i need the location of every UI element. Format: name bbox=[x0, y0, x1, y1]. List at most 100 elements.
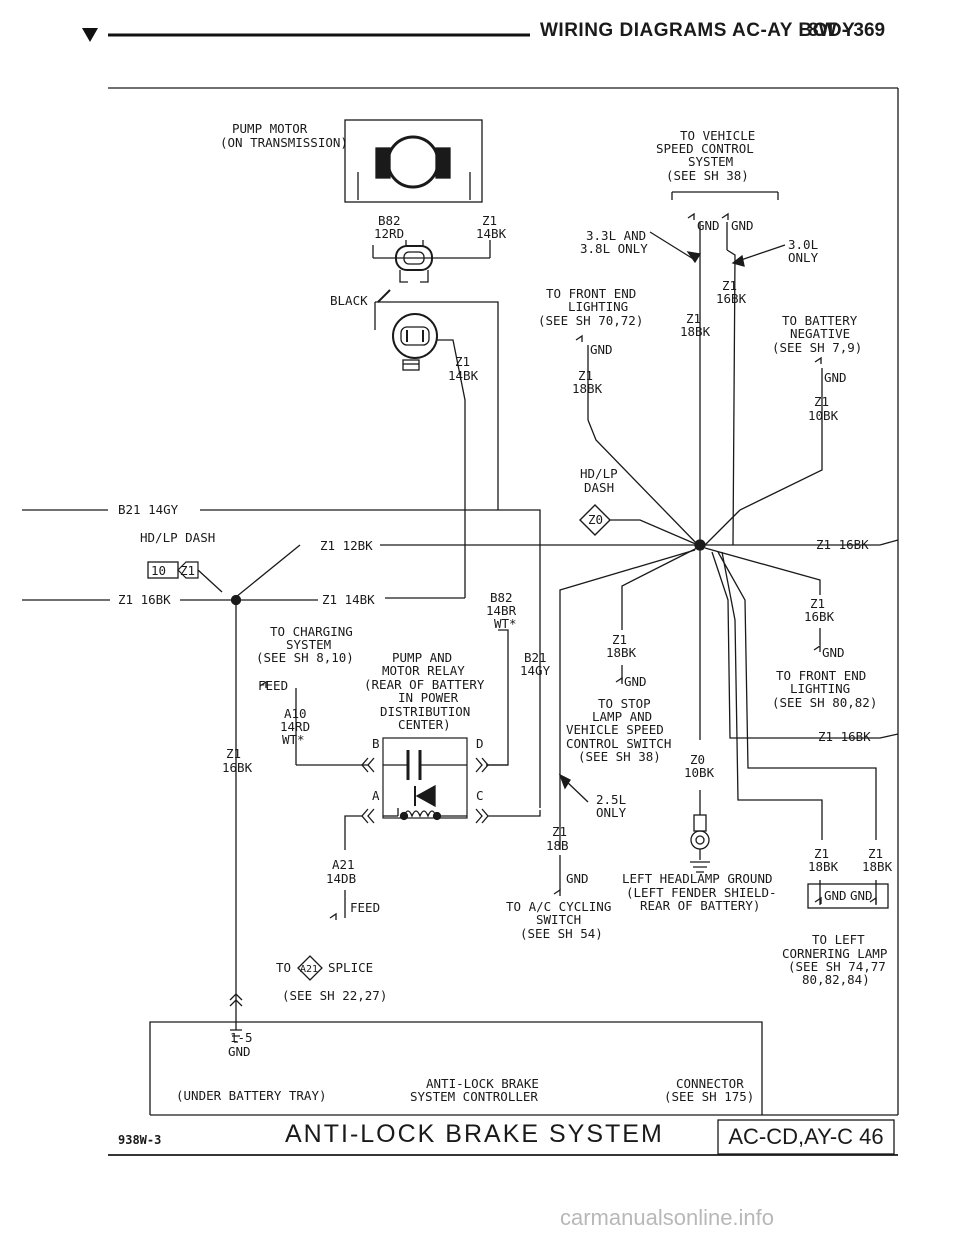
label-under-battery-tray: (UNDER BATTERY TRAY) bbox=[176, 1088, 327, 1103]
wire-z1-16bk-left bbox=[22, 594, 465, 1043]
label-battery-neg-3: (SEE SH 7,9) bbox=[772, 340, 862, 355]
label-gnd-h: GND bbox=[824, 888, 847, 903]
label-engine-25: 2.5L bbox=[596, 792, 626, 807]
label-cornering-4: 80,82,84) bbox=[802, 972, 870, 987]
header-rule bbox=[82, 28, 530, 42]
label-ac-1: TO A/C CYCLING bbox=[506, 899, 611, 914]
label-pump-motor-1: PUMP MOTOR bbox=[232, 121, 308, 136]
label-z1-16bk-a2: 16BK bbox=[716, 291, 747, 306]
label-front-end-2c: (SEE SH 80,82) bbox=[772, 695, 877, 710]
label-a10-wt: WT* bbox=[282, 732, 305, 747]
label-splice-10: 10 bbox=[151, 563, 166, 578]
label-connector-1: CONNECTOR bbox=[676, 1076, 744, 1091]
label-cornering-1: TO LEFT bbox=[812, 932, 865, 947]
wire-z1-18bk-stop bbox=[615, 547, 698, 684]
label-controller-gnd: GND bbox=[228, 1044, 251, 1059]
label-z1-18bk-b1: Z1 bbox=[686, 311, 701, 326]
splice-z0 bbox=[579, 504, 699, 546]
label-gnd-b: GND bbox=[731, 218, 754, 233]
label-z1-12bk: Z1 12BK bbox=[320, 538, 373, 553]
label-a21-splice-id: A21 bbox=[300, 964, 318, 975]
label-charging-1: TO CHARGING bbox=[270, 624, 353, 639]
label-stop-5: (SEE SH 38) bbox=[578, 749, 661, 764]
footer-title: ANTI-LOCK BRAKE SYSTEM bbox=[285, 1120, 664, 1148]
label-cornering-2: CORNERING LAMP bbox=[782, 946, 887, 961]
speed-control-feed bbox=[649, 191, 786, 546]
label-z1-18bk-a1: Z1 bbox=[578, 368, 593, 383]
label-speed-control-3: SYSTEM bbox=[688, 154, 733, 169]
label-relay-4: IN POWER bbox=[398, 690, 459, 705]
label-b82-1: B82 bbox=[490, 590, 513, 605]
label-abs-controller-1: ANTI-LOCK BRAKE bbox=[426, 1076, 539, 1091]
label-a21-splice-see: (SEE SH 22,27) bbox=[282, 988, 387, 1003]
label-z1-10bk-1: Z1 bbox=[814, 394, 829, 409]
wire-z1-18b-ac bbox=[553, 549, 696, 896]
label-relay-5: DISTRIBUTION bbox=[380, 704, 470, 719]
label-battery-neg-1: TO BATTERY bbox=[782, 313, 858, 328]
label-14db: 14DB bbox=[326, 871, 356, 886]
label-charging-3: (SEE SH 8,10) bbox=[256, 650, 354, 665]
pump-motor-connector-2 bbox=[374, 289, 499, 598]
wire-z1-16bk-right bbox=[704, 547, 899, 840]
label-z1-18bk-a2: 18BK bbox=[572, 381, 603, 396]
label-a10: A10 bbox=[284, 706, 307, 721]
pump-motor-connector bbox=[372, 240, 491, 283]
label-front-end-1c: (SEE SH 70,72) bbox=[538, 313, 643, 328]
label-charging-2: SYSTEM bbox=[286, 637, 331, 652]
label-pin-c: C bbox=[476, 788, 484, 803]
label-z1-10bk-2: 10BK bbox=[808, 408, 839, 423]
label-stop-3: VEHICLE SPEED bbox=[566, 722, 664, 737]
label-z1-16bk-left: Z1 16BK bbox=[118, 592, 171, 607]
label-gnd-c: GND bbox=[590, 342, 613, 357]
label-feed-b: FEED bbox=[350, 900, 380, 915]
label-z1-top: Z1 bbox=[482, 213, 497, 228]
label-z1-18bk-d2: 18BK bbox=[808, 859, 839, 874]
pump-motor bbox=[344, 119, 483, 203]
label-cornering-3: (SEE SH 74,77 bbox=[788, 959, 886, 974]
label-b21-v1: B21 bbox=[524, 650, 547, 665]
label-12rd: 12RD bbox=[374, 226, 404, 241]
header-triangle-icon bbox=[82, 28, 98, 42]
label-gnd-e: GND bbox=[624, 674, 647, 689]
label-front-end-1b: LIGHTING bbox=[568, 299, 628, 314]
label-z1-16bk-v1: Z1 bbox=[226, 746, 241, 761]
label-z1-18b-2: 18B bbox=[546, 838, 569, 853]
label-z0-2: 10BK bbox=[684, 765, 715, 780]
label-gnd-d: GND bbox=[824, 370, 847, 385]
label-z1-18bk-c2: 18BK bbox=[606, 645, 637, 660]
label-pin-a: A bbox=[372, 788, 380, 803]
label-engine-30: 3.0L bbox=[788, 237, 818, 252]
pump-motor-relay bbox=[259, 680, 541, 850]
label-controller-pin: 1-5 bbox=[230, 1030, 253, 1045]
watermark: carmanualsonline.info bbox=[560, 1205, 775, 1230]
label-relay-6: CENTER) bbox=[398, 717, 451, 732]
label-connector-2: (SEE SH 175) bbox=[664, 1089, 754, 1104]
label-battery-neg-2: NEGATIVE bbox=[790, 326, 850, 341]
label-b82-3: WT* bbox=[494, 616, 517, 631]
label-z1-14bk-mid: Z1 14BK bbox=[322, 592, 375, 607]
label-hdlp-dash-1a: HD/LP bbox=[580, 466, 618, 481]
label-z1-16bk-right-top: Z1 16BK bbox=[816, 537, 869, 552]
diagram-frame bbox=[108, 87, 899, 1156]
label-feed-a: FEED bbox=[258, 678, 288, 693]
label-stop-4: CONTROL SWITCH bbox=[566, 736, 671, 751]
label-14bk-conn: 14BK bbox=[448, 368, 479, 383]
label-b82: B82 bbox=[378, 213, 401, 228]
header-title: WIRING DIAGRAMS AC-AY BODY bbox=[540, 20, 856, 41]
label-relay-1: PUMP AND bbox=[392, 650, 452, 665]
label-b82-2: 14BR bbox=[486, 603, 517, 618]
label-lh-ground-3: REAR OF BATTERY) bbox=[640, 898, 760, 913]
label-z1-16bk-b1: Z1 bbox=[810, 596, 825, 611]
label-a21-splice-to: TO bbox=[276, 960, 291, 975]
label-speed-control-2: SPEED CONTROL bbox=[656, 141, 754, 156]
label-engine-38: 3.8L ONLY bbox=[580, 241, 648, 256]
label-engine-30-only: ONLY bbox=[788, 250, 819, 265]
label-lh-ground-2: (LEFT FENDER SHIELD- bbox=[626, 885, 777, 900]
label-hdlp-dash-1b: DASH bbox=[584, 480, 614, 495]
abs-controller-box bbox=[149, 993, 898, 1116]
label-z1-16bk-b2: 16BK bbox=[804, 609, 835, 624]
footer-vehicle-box bbox=[717, 1119, 895, 1155]
label-speed-control-4: (SEE SH 38) bbox=[666, 168, 749, 183]
front-end-lighting-ground-1 bbox=[575, 334, 699, 546]
